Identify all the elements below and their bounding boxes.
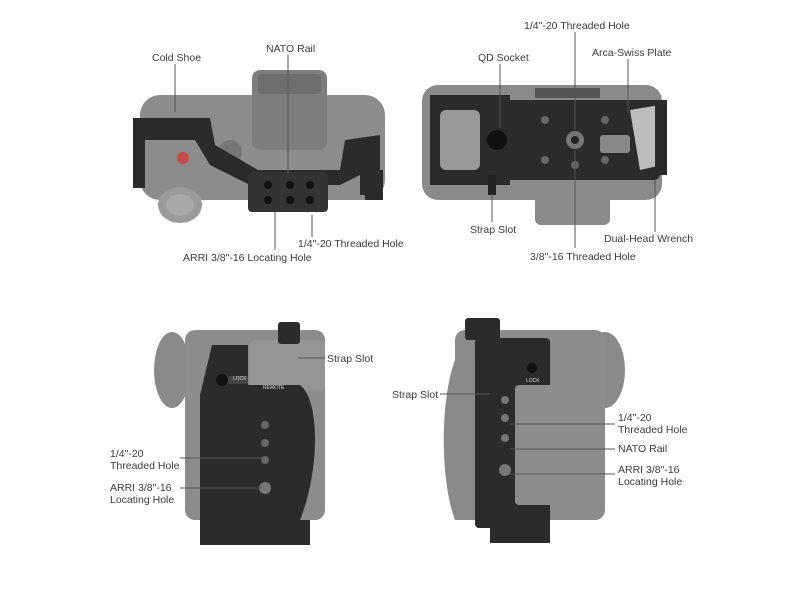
label-arri-locating-hole-left: ARRI 3/8"-16 Locating Hole xyxy=(110,482,174,506)
label-line: 1/4"-20 xyxy=(618,412,652,424)
left-view-illustration xyxy=(154,322,325,545)
label-quarter-threaded-hole-left: 1/4"-20 Threaded Hole xyxy=(110,448,179,472)
top-view-illustration xyxy=(133,70,385,223)
label-line: Threaded Hole xyxy=(110,460,180,472)
label-line: Threaded Hole xyxy=(618,424,688,436)
right-view-illustration xyxy=(443,318,625,543)
label-strap-slot-left: Strap Slot xyxy=(327,353,374,365)
label-quarter-threaded-hole-right: 1/4"-20 Threaded Hole xyxy=(618,412,687,436)
label-qd-socket: QD Socket xyxy=(478,52,529,64)
leader-lines xyxy=(174,32,656,489)
label-nato-rail-right: NATO Rail xyxy=(618,443,668,455)
label-strap-slot-right: Strap Slot xyxy=(392,389,439,401)
label-arri-locating-hole: ARRI 3/8"-16 Locating Hole xyxy=(183,252,312,264)
lock-marking-right: LOCK xyxy=(526,378,540,384)
remote-marking: REMOTE xyxy=(263,385,285,391)
label-dual-head-wrench: Dual-Head Wrench xyxy=(604,233,694,245)
label-quarter-threaded-hole: 1/4"-20 Threaded Hole xyxy=(298,238,404,250)
label-line: 1/4"-20 xyxy=(110,448,144,460)
label-line: Locating Hole xyxy=(618,476,683,488)
label-three-eighths-threaded-hole: 3/8"-16 Threaded Hole xyxy=(530,251,636,263)
label-line: ARRI 3/8"-16 xyxy=(618,464,680,476)
bottom-view-illustration xyxy=(422,85,667,225)
label-line: Locating Hole xyxy=(110,494,175,506)
label-arca-swiss-plate: Arca-Swiss Plate xyxy=(592,47,672,59)
label-strap-slot-bottom: Strap Slot xyxy=(470,224,517,236)
label-quarter-threaded-hole-top: 1/4"-20 Threaded Hole xyxy=(524,20,630,32)
lock-marking: LOCK xyxy=(233,376,247,382)
label-line: ARRI 3/8"-16 xyxy=(110,482,172,494)
label-nato-rail: NATO Rail xyxy=(266,43,316,55)
label-arri-locating-hole-right: ARRI 3/8"-16 Locating Hole xyxy=(618,464,682,488)
label-cold-shoe: Cold Shoe xyxy=(152,52,202,64)
